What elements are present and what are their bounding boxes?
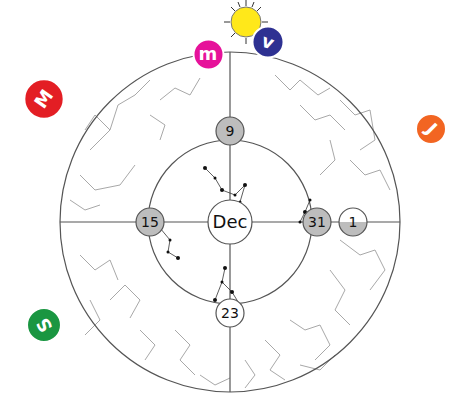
- moon-date: 15: [134, 206, 166, 238]
- circle-text: 9: [226, 124, 235, 138]
- circle-text: 1: [349, 215, 358, 229]
- planet-marker: m: [191, 37, 226, 72]
- circle-text: 23: [221, 306, 239, 320]
- moon-date: 23: [214, 297, 246, 329]
- month-label-circle: Dec: [206, 198, 254, 246]
- circle-text: Dec: [213, 213, 248, 231]
- planet-marker: M: [22, 77, 66, 121]
- planet-marker: J: [414, 112, 448, 146]
- circle-text: 15: [141, 215, 159, 229]
- moon-date: 1: [337, 206, 369, 238]
- moon-date: 31: [301, 206, 333, 238]
- planet-marker: S: [25, 306, 63, 344]
- moon-date: 9: [214, 115, 246, 147]
- outer-ring: [60, 52, 400, 392]
- circle-text: m: [199, 45, 218, 63]
- planet-marker: v: [250, 24, 286, 60]
- inner-constellations: [160, 168, 310, 305]
- circle-text: 31: [308, 215, 326, 229]
- inner-stars: [158, 166, 312, 307]
